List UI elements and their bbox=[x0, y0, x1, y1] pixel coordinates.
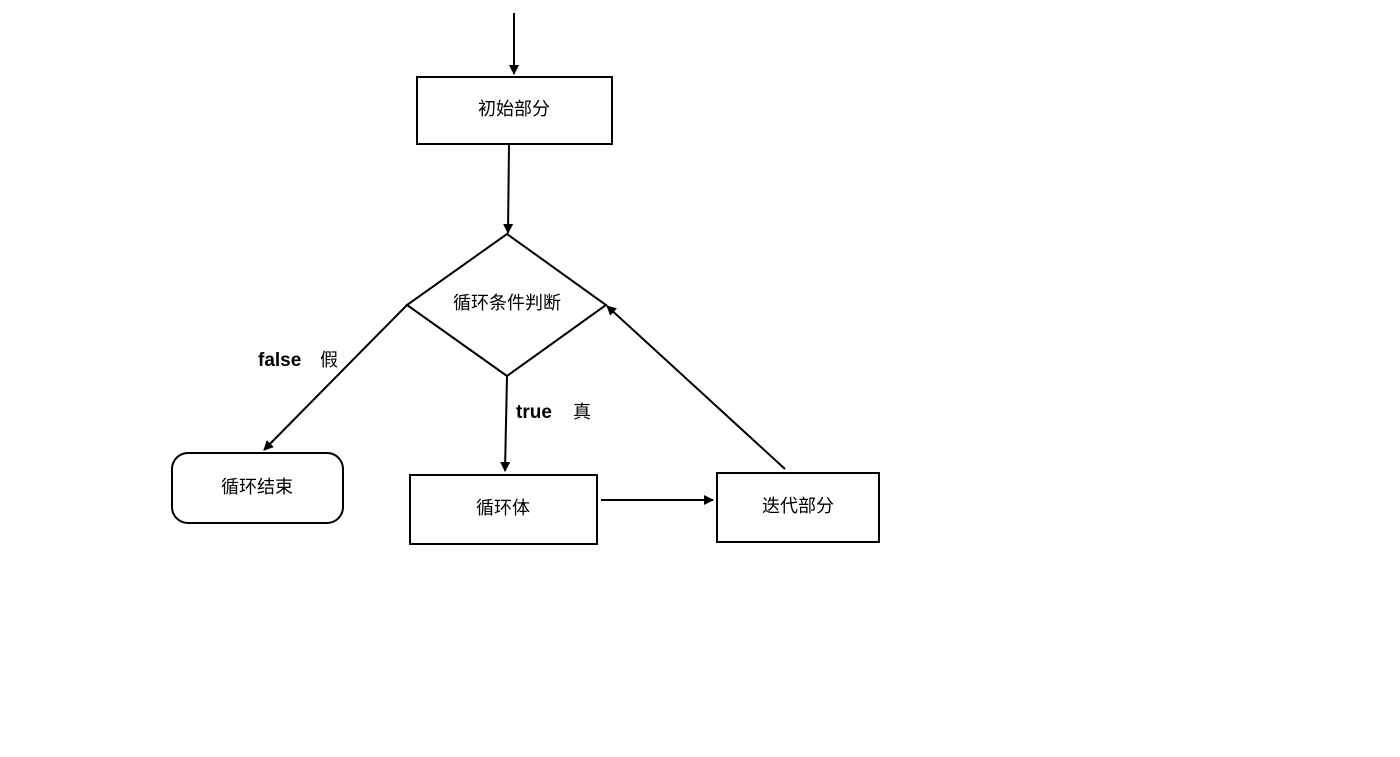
false-branch-arrow bbox=[263, 304, 408, 451]
init-label: 初始部分 bbox=[478, 99, 550, 120]
condition-label: 循环条件判断 bbox=[453, 293, 561, 314]
init-to-condition-arrow bbox=[503, 144, 514, 234]
end-box bbox=[171, 452, 344, 524]
iterate-node: 迭代部分 bbox=[716, 472, 880, 543]
end-node: 循环结束 bbox=[171, 452, 344, 524]
body-node: 循环体 bbox=[409, 474, 598, 545]
condition-diamond bbox=[405, 232, 608, 378]
init-box bbox=[416, 76, 613, 145]
end-label: 循环结束 bbox=[221, 477, 293, 498]
true-branch-arrow bbox=[500, 375, 511, 472]
iterate-box bbox=[716, 472, 880, 543]
init-node: 初始部分 bbox=[416, 76, 613, 145]
false-label: false bbox=[258, 350, 301, 371]
body-box bbox=[409, 474, 598, 545]
false-label-zh: 假 bbox=[320, 350, 338, 371]
true-label-zh: 真 bbox=[573, 402, 591, 423]
condition-node: 循环条件判断 bbox=[405, 232, 608, 378]
true-label: true bbox=[516, 402, 552, 423]
iterate-to-condition-arrow bbox=[606, 305, 786, 470]
iterate-label: 迭代部分 bbox=[762, 496, 834, 517]
body-label: 循环体 bbox=[476, 498, 530, 519]
